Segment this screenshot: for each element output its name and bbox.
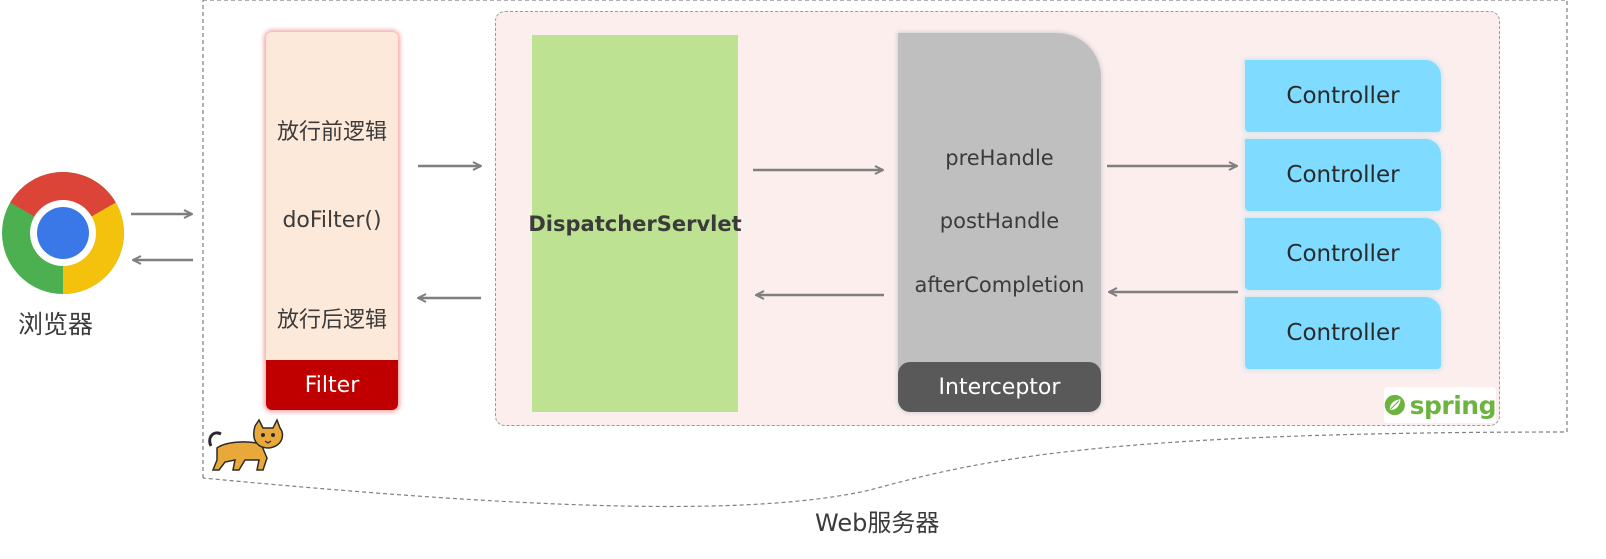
spring-logo-text: spring (1409, 390, 1497, 420)
filter-label: Filter (266, 360, 398, 410)
filter-dofilter: doFilter() (282, 208, 382, 233)
chrome-icon (2, 172, 124, 294)
dispatcher-label: DispatcherServlet (528, 211, 742, 236)
controller-3: Controller (1245, 218, 1441, 290)
web-server-label: Web服务器 (815, 509, 940, 537)
filter-after-logic: 放行后逻辑 (276, 308, 387, 333)
dispatcher-servlet: DispatcherServlet (528, 35, 742, 412)
controller-1: Controller (1245, 60, 1441, 132)
controller-2: Controller (1245, 139, 1441, 211)
interceptor-prehandle: preHandle (945, 146, 1054, 170)
interceptor-posthandle: postHandle (939, 209, 1060, 233)
spring-leaf-icon (1384, 394, 1405, 416)
browser-label: 浏览器 (18, 310, 94, 339)
interceptor-label: Interceptor (898, 362, 1101, 412)
filter-before-logic: 放行前逻辑 (276, 120, 387, 145)
controller-4: Controller (1245, 297, 1441, 369)
interceptor-box: preHandle postHandle afterCompletion Int… (898, 33, 1101, 412)
spring-logo: spring (1384, 387, 1497, 423)
filter-box: 放行前逻辑 doFilter() 放行后逻辑 Filter (266, 32, 398, 410)
tomcat-icon (205, 418, 291, 474)
interceptor-aftercompletion: afterCompletion (914, 273, 1085, 297)
